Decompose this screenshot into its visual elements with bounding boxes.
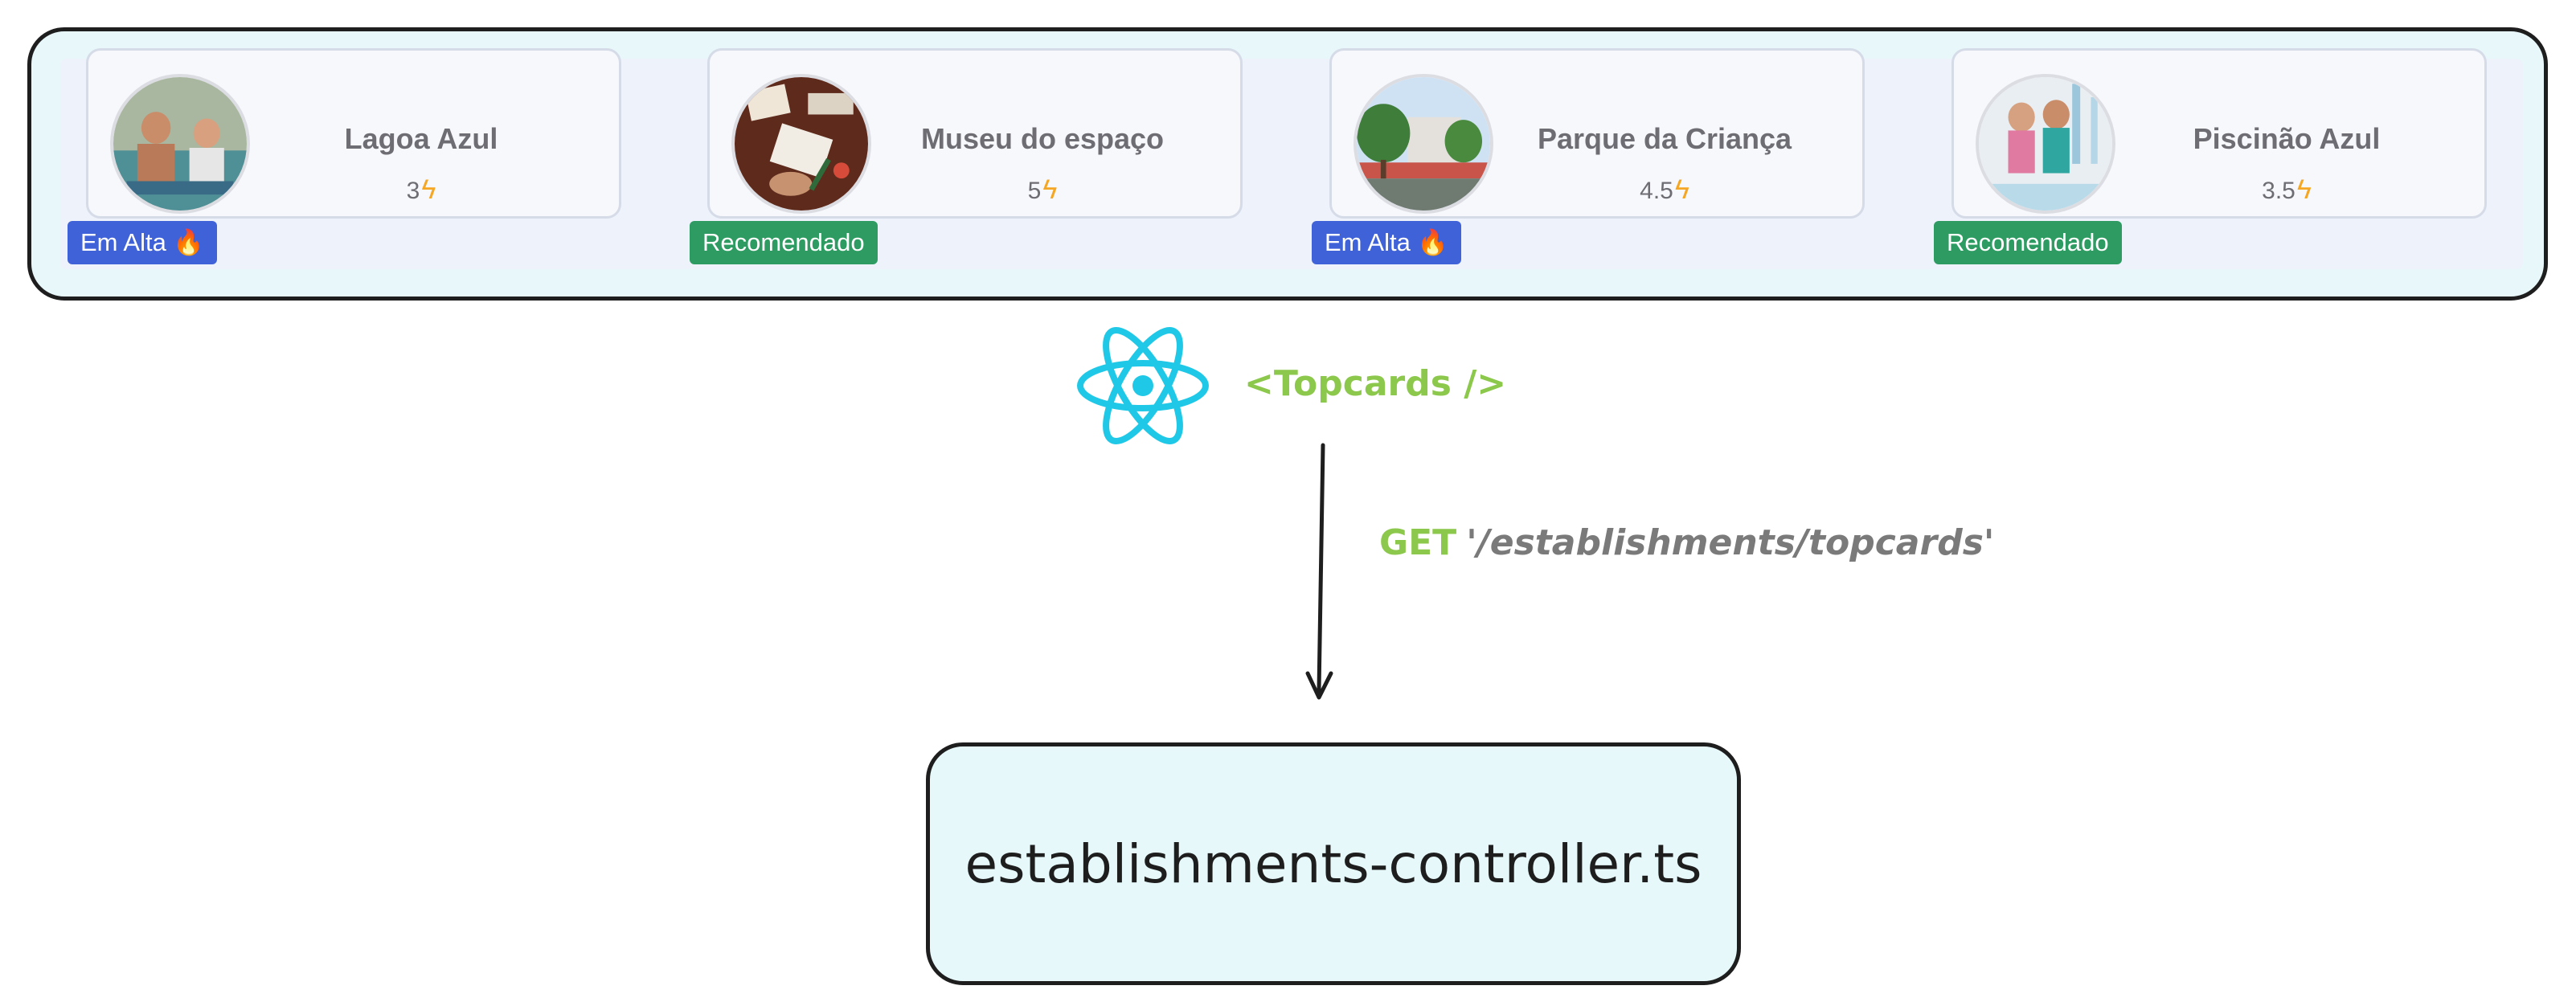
card-avatar-photo [113,77,247,211]
card-title: Museu do espaço [920,122,1165,155]
lightning-bolt-icon: ϟ [1042,174,1058,205]
card-rating: 4.5ϟ [1488,174,1841,206]
card-rating: 3ϟ [244,174,598,206]
endpoint-path: '/establishments/topcards' [1466,522,1995,563]
card-title: Lagoa Azul [344,122,498,155]
card-rating: 3.5ϟ [2110,174,2463,206]
recommended-badge: Recomendado [1934,221,2122,264]
http-method: GET [1379,522,1457,563]
component-label: <Topcards /> [1244,363,1507,404]
lightning-bolt-icon: ϟ [421,174,436,205]
card-avatar-photo [735,77,868,211]
lightning-bolt-icon: ϟ [2296,174,2312,205]
http-request-label: GET'/establishments/topcards' [1379,522,1994,563]
react-logo-icon [1077,327,1209,444]
rating-value: 3.5 [2262,178,2295,204]
card-avatar-photo [1357,77,1490,211]
card-avatar-photo [1979,77,2112,211]
card-rating: 5ϟ [866,174,1219,206]
card-title: Parque da Criança [1537,122,1792,155]
trending-badge: Em Alta 🔥 [1312,221,1462,264]
rating-value: 4.5 [1640,178,1673,204]
controller-label: establishments-controller.ts [964,832,1702,895]
lightning-bolt-icon: ϟ [1674,174,1689,205]
recommended-badge: Recomendado [690,221,878,264]
controller-box: establishments-controller.ts [926,742,1741,985]
trending-badge: Em Alta 🔥 [68,221,218,264]
rating-value: 5 [1027,178,1042,204]
rating-value: 3 [406,178,420,204]
card-title: Piscinão Azul [2193,122,2381,155]
